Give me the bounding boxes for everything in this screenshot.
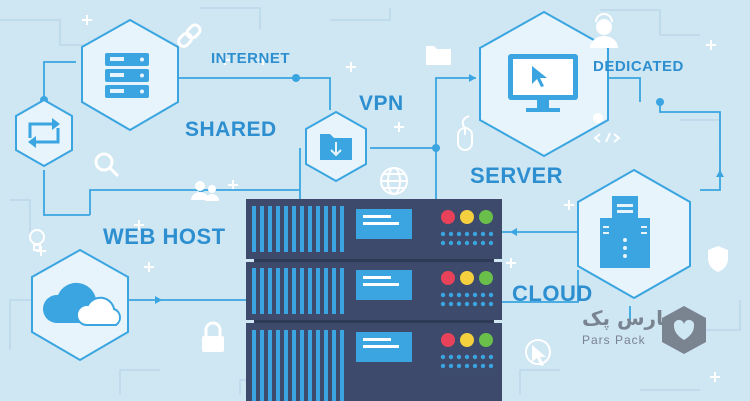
link-icon	[177, 23, 202, 48]
code-icon	[593, 113, 621, 143]
label-vpn: VPN	[359, 92, 404, 115]
tower-icon	[600, 196, 650, 268]
brand-name-fa: پارس پک	[582, 306, 672, 330]
label-web-host: WEB HOST	[103, 224, 226, 249]
hex-monitor	[479, 10, 609, 158]
cursor-icon	[532, 66, 547, 87]
database-icon	[105, 53, 149, 98]
cloud-icon	[42, 282, 121, 326]
search-icon	[94, 152, 120, 178]
globe-icon	[380, 167, 408, 195]
label-cloud: CLOUD	[512, 281, 593, 306]
bulb-icon	[29, 229, 45, 251]
line-dedicated-down	[608, 77, 641, 102]
folder-icon	[426, 46, 451, 65]
label-server: SERVER	[470, 163, 564, 188]
line-dedicated-cloudserver	[659, 102, 721, 191]
line-internet-folder	[296, 77, 331, 110]
line-webhost-server	[89, 189, 300, 215]
line-refresh-webhost	[43, 170, 90, 216]
hex-cloud	[31, 248, 129, 362]
brand: پارس پک Pars Pack	[582, 306, 742, 356]
hex-tower	[577, 168, 691, 300]
hex-refresh	[15, 98, 73, 168]
lock-icon	[202, 321, 224, 352]
label-dedicated: DEDICATED	[593, 58, 684, 75]
hex-database	[81, 18, 179, 132]
label-internet: INTERNET	[211, 50, 290, 67]
server-unit-3	[246, 323, 502, 401]
shield-icon	[708, 246, 728, 272]
server-unit-2	[246, 262, 502, 320]
line-db-refresh	[43, 61, 76, 100]
click-icon	[525, 339, 551, 366]
mouse-icon	[457, 115, 473, 151]
label-shared: SHARED	[185, 118, 277, 141]
hex-folder	[305, 110, 367, 183]
download-folder-icon	[320, 134, 352, 160]
users-icon	[191, 181, 219, 201]
server-stack	[246, 199, 502, 401]
line-tower-cloud	[500, 270, 579, 303]
refresh-icon	[28, 122, 60, 144]
monitor-icon	[508, 54, 578, 112]
brand-logo-icon	[662, 306, 706, 354]
line-vpn-dedicated	[435, 77, 476, 148]
brand-name-en: Pars Pack	[582, 333, 646, 347]
user-icon	[590, 13, 618, 48]
server-unit-1	[246, 199, 502, 259]
